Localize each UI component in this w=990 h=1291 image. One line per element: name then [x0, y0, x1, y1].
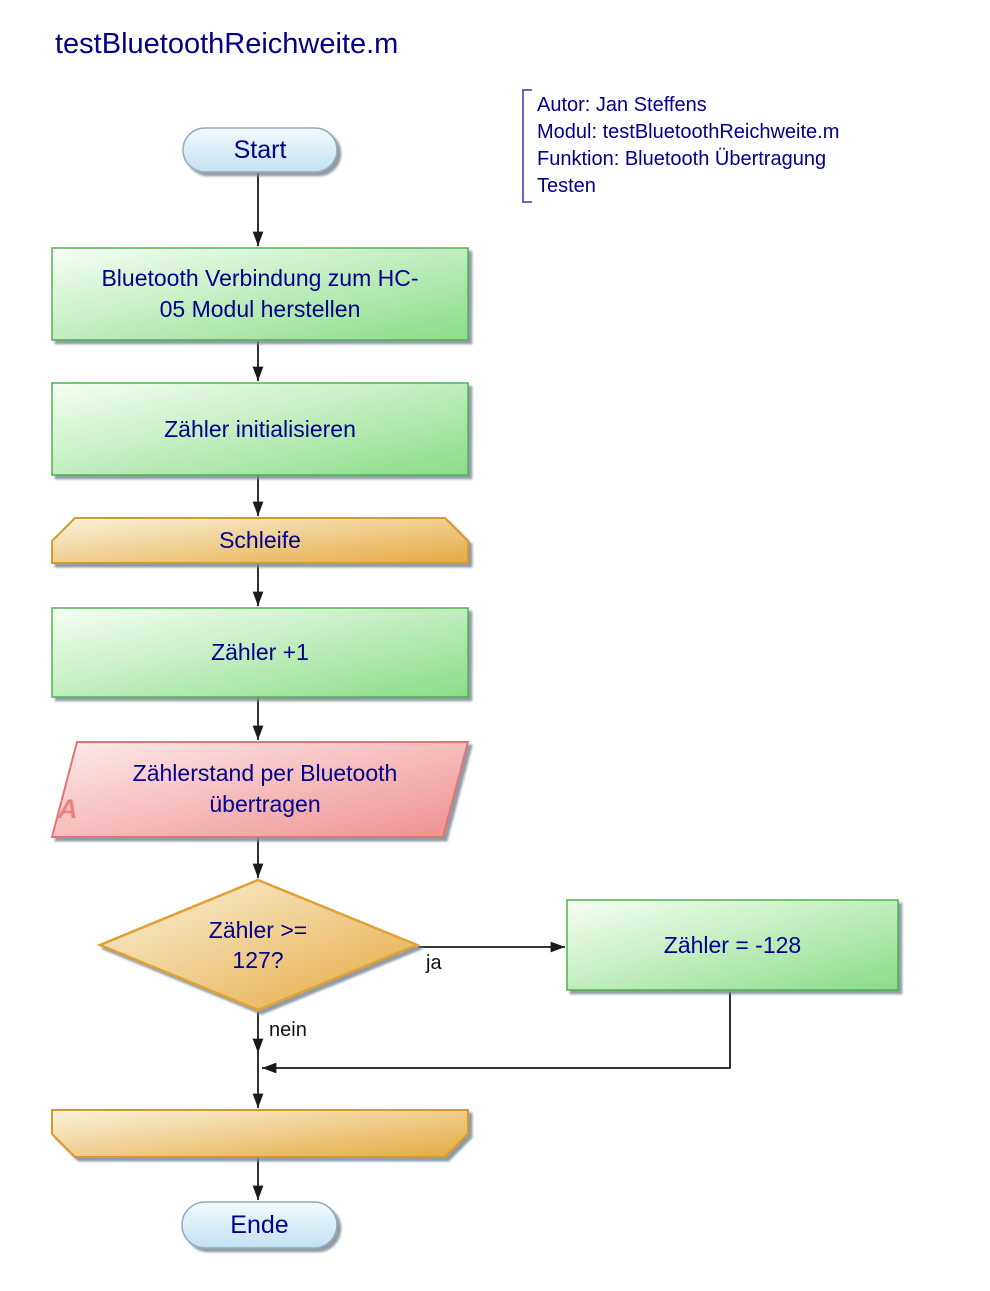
flow-connectors: [252, 173, 731, 1200]
reset-process-node: [566, 899, 899, 991]
comment-line-modul: Modul: testBluetoothReichweite.m: [537, 121, 840, 143]
loop-begin-node: [51, 517, 469, 564]
loop-end-node: [51, 1109, 469, 1158]
comment-block: Autor: Jan Steffens Modul: testBluetooth…: [537, 92, 917, 200]
comment-bracket: [522, 89, 532, 203]
comment-line-testen: Testen: [537, 175, 596, 197]
connect-process-node: [51, 247, 469, 341]
increment-process-node: [51, 607, 469, 698]
edge-reset-return: [262, 992, 731, 1074]
decision-node: [96, 878, 421, 1012]
init-process-node: [51, 382, 469, 476]
comment-line-funktion: Funktion: Bluetooth Übertragung: [537, 148, 827, 170]
start-node: [182, 127, 338, 173]
transmit-io-node: [50, 741, 470, 838]
end-node: [181, 1201, 338, 1249]
comment-line-autor: Autor: Jan Steffens: [537, 94, 707, 116]
page-title: testBluetoothReichweite.m: [55, 28, 399, 60]
